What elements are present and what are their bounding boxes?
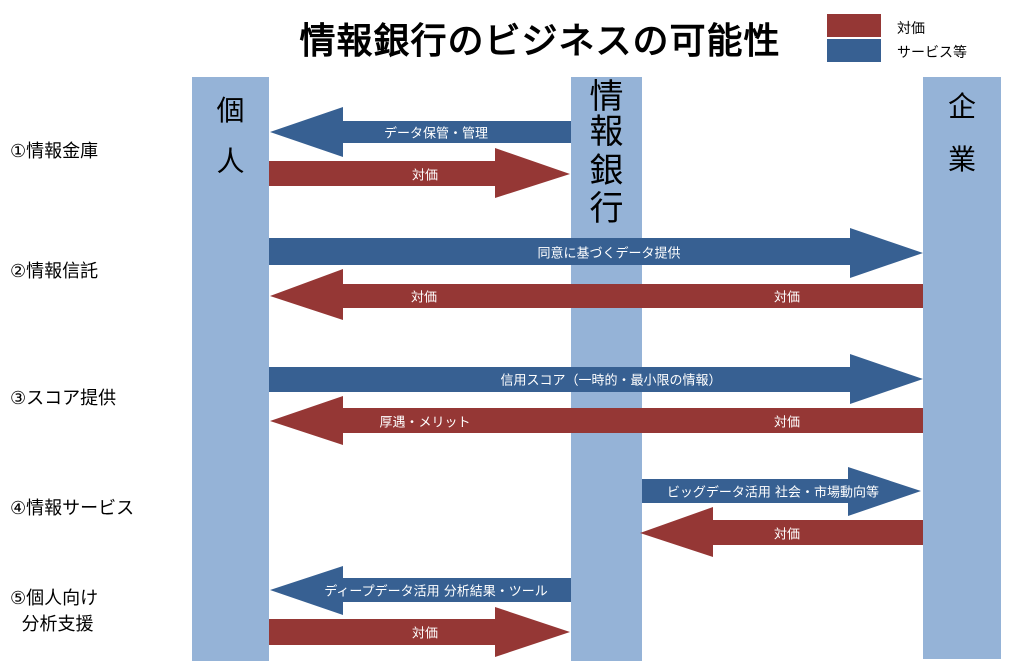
- arrow-label-r1-payment: 対価: [411, 168, 439, 184]
- arrow-label-r1-service: データ保管・管理: [383, 126, 489, 142]
- row-label-info-vault: ①情報金庫: [10, 141, 99, 162]
- lane-label-company-2: 業: [947, 143, 976, 176]
- arrow-r3-payment: [270, 396, 923, 445]
- arrow-label-r3-service: 信用スコア（一時的・最小限の情報）: [500, 373, 722, 389]
- arrow-r3-service: [269, 354, 923, 404]
- row-label-info-service: ④情報サービス: [10, 498, 135, 519]
- row-label-info-trust: ②情報信託: [10, 261, 99, 282]
- lane-label-bank-2: 報: [589, 112, 624, 152]
- lane-label-company-1: 企: [947, 90, 976, 123]
- arrow-r1-service: [270, 107, 571, 157]
- lane-label-bank-4: 行: [589, 189, 624, 229]
- arrow-label-r2-payment-left: 対価: [410, 290, 438, 306]
- arrow-r2-payment: [270, 269, 923, 320]
- arrow-r2-service: [269, 228, 923, 278]
- arrow-label-r5-service: ディープデータ活用 分析結果・ツール: [324, 584, 548, 600]
- lane-label-individual-1: 個: [216, 94, 245, 127]
- arrow-r4-payment: [640, 507, 923, 557]
- lane-label-individual-2: 人: [216, 145, 245, 178]
- row-label-score-provision: ③スコア提供: [10, 388, 117, 409]
- arrow-label-r3-payment-left: 厚遇・メリット: [379, 415, 471, 431]
- arrow-r5-payment: [269, 607, 570, 657]
- arrow-label-r4-service: ビッグデータ活用 社会・市場動向等: [666, 485, 880, 501]
- legend-label-service: サービス等: [897, 45, 967, 61]
- arrow-r5-service: [270, 566, 571, 615]
- legend-label-payment: 対価: [897, 21, 925, 37]
- legend-swatch-service: [827, 39, 881, 62]
- lane-individual: [192, 77, 269, 661]
- arrow-label-r5-payment: 対価: [411, 626, 439, 642]
- legend-swatch-payment: [827, 14, 881, 37]
- arrow-label-r2-payment-right: 対価: [773, 290, 801, 306]
- page-title: 情報銀行のビジネスの可能性: [299, 21, 781, 62]
- row-label-personal-analysis: ⑤個人向け 分析支援: [10, 588, 99, 635]
- lane-company: [923, 77, 1001, 659]
- lane-label-bank-3: 銀: [589, 151, 624, 191]
- arrow-r1-payment: [269, 148, 570, 198]
- lane-label-bank-1: 情: [589, 77, 624, 117]
- arrow-label-r2-service: 同意に基づくデータ提供: [537, 246, 681, 262]
- arrow-label-r3-payment-right: 対価: [773, 415, 801, 431]
- arrow-r4-service: [642, 467, 921, 516]
- arrow-label-r4-payment: 対価: [773, 527, 801, 543]
